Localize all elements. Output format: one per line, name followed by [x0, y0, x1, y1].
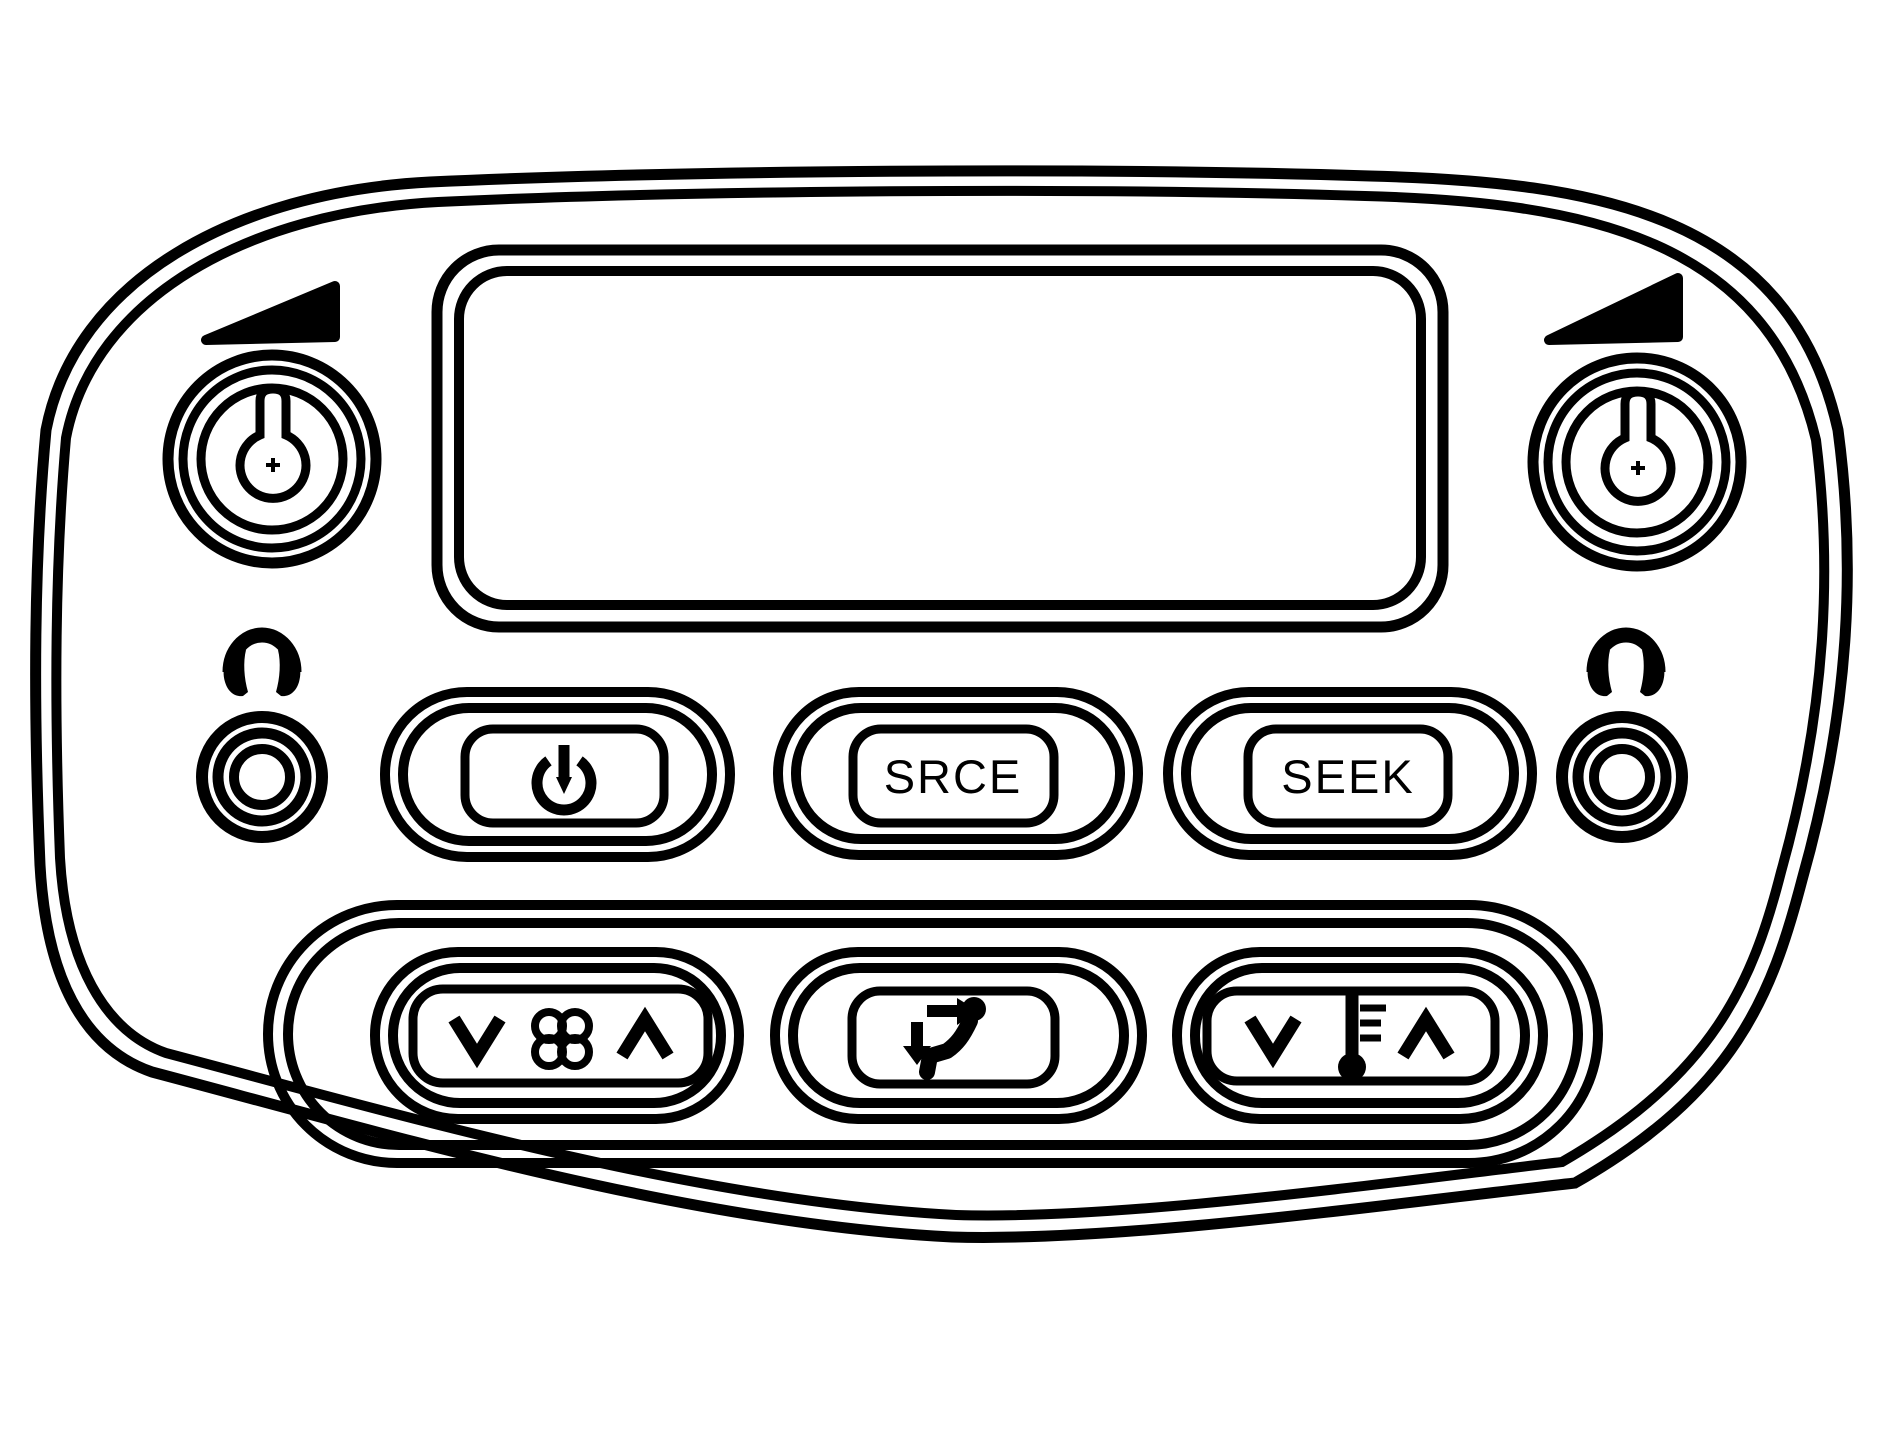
air-mode-button[interactable] — [770, 947, 1147, 1124]
seek-button-label: SEEK — [1281, 750, 1414, 803]
seat-figure-body — [919, 1013, 978, 1080]
jack-ring-middle — [1572, 727, 1672, 827]
chevron-down-icon[interactable] — [1244, 1015, 1302, 1069]
power-button[interactable] — [380, 687, 735, 862]
climate-group-inner — [283, 918, 1583, 1150]
headphones-pad-right — [276, 650, 301, 697]
power-icon — [531, 745, 597, 816]
source-button[interactable]: SRCE — [773, 687, 1143, 860]
fan-button-mid-pill — [388, 963, 726, 1108]
knob-plus-mark — [1631, 461, 1645, 475]
jack-ring-outer — [196, 711, 328, 843]
air-arrow-down — [903, 1022, 931, 1065]
chevron-up-icon[interactable] — [1397, 1006, 1455, 1060]
source-button-mid-pill — [791, 703, 1125, 844]
display-inner-frame — [454, 266, 1426, 610]
power-button-mid-pill — [398, 703, 717, 846]
temperature-button[interactable] — [1172, 947, 1548, 1124]
jack-ring-inner — [229, 744, 295, 810]
temperature-button-mid-pill — [1190, 963, 1530, 1108]
headphone-jack-right[interactable] — [1556, 711, 1688, 843]
source-button-key[interactable] — [848, 724, 1059, 828]
panel-outer-shell — [30, 165, 1853, 1243]
fan-button-key[interactable] — [408, 984, 713, 1088]
jack-ring-middle — [212, 727, 312, 827]
knob-pointer — [235, 384, 311, 503]
chevron-down-icon[interactable] — [448, 1015, 506, 1069]
headphones-icon — [222, 627, 302, 697]
knob-ring-middle — [1543, 368, 1731, 556]
air-delivery-seat-icon — [903, 997, 986, 1080]
power-button-outer-pill — [380, 687, 735, 862]
volume-knob-left[interactable] — [162, 349, 382, 569]
air-mode-button-mid-pill — [788, 963, 1129, 1108]
knob-ring-middle — [178, 365, 366, 553]
fan-button[interactable] — [370, 947, 744, 1124]
climate-group-outer — [263, 900, 1603, 1168]
power-button-key[interactable] — [460, 724, 669, 828]
jack-ring-outer — [1556, 711, 1688, 843]
seek-button[interactable]: SEEK — [1163, 687, 1537, 860]
thermometer-ticks — [1360, 1004, 1386, 1042]
fan-icon-hub — [557, 1034, 567, 1044]
knob-ring-outer — [162, 349, 382, 569]
thermometer-icon — [1338, 989, 1386, 1081]
knob-plus-mark — [266, 458, 280, 472]
display-outer-frame — [431, 244, 1449, 633]
volume-knob-right[interactable] — [1527, 352, 1747, 572]
volume-wedge-icon — [201, 281, 340, 345]
power-icon-circle — [531, 756, 597, 816]
source-button-label: SRCE — [884, 750, 1023, 803]
headphone-jack-left[interactable] — [196, 711, 328, 843]
source-button-outer-pill — [773, 687, 1143, 860]
headphones-pad-right — [1640, 650, 1665, 697]
headphones-icon — [1586, 627, 1666, 697]
knob-ring-outer — [1527, 352, 1747, 572]
fan-button-outer-pill — [370, 947, 744, 1124]
thermometer-bulb — [1338, 1053, 1366, 1081]
headphones-pad-left — [1587, 650, 1612, 697]
climate-group — [263, 900, 1603, 1168]
seek-button-mid-pill — [1181, 703, 1519, 844]
knob-pointer — [1600, 387, 1676, 506]
air-arrow-right — [927, 998, 978, 1025]
seek-button-key[interactable] — [1243, 724, 1453, 828]
fan-icon — [531, 1008, 593, 1070]
panel-inner-shell — [51, 185, 1830, 1221]
headphones-pad-left — [223, 650, 248, 697]
seek-button-outer-pill — [1163, 687, 1537, 860]
temperature-button-outer-pill — [1172, 947, 1548, 1124]
air-mode-button-outer-pill — [770, 947, 1147, 1124]
air-mode-button-key[interactable] — [847, 986, 1060, 1089]
power-icon-arrow-tip — [556, 777, 572, 794]
jack-ring-inner — [1589, 744, 1655, 810]
display-screen — [431, 244, 1449, 633]
volume-wedge-icon — [1544, 273, 1683, 345]
panel-outline — [30, 165, 1853, 1243]
chevron-up-icon[interactable] — [616, 1006, 674, 1060]
